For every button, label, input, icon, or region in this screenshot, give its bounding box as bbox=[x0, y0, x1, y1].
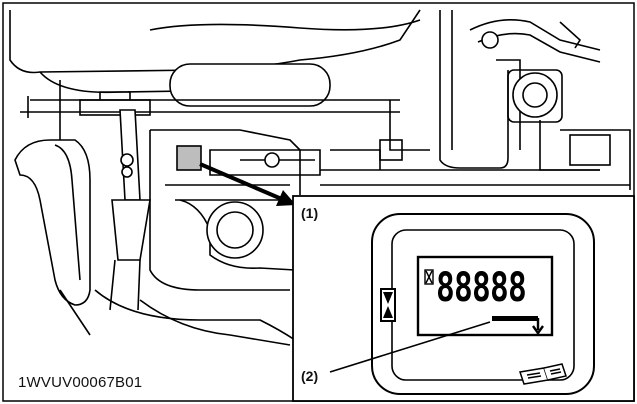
callout-2-label: (2) bbox=[301, 368, 319, 384]
figure-code: 1WVUV00067B01 bbox=[18, 374, 143, 391]
arrow-down-icon bbox=[532, 318, 544, 336]
location-pointer-arrow bbox=[199, 162, 296, 206]
hourglass-icon bbox=[380, 288, 396, 322]
interval-indicator-bar bbox=[492, 316, 538, 321]
callout-2-leader bbox=[329, 321, 491, 373]
manual-book-icon bbox=[519, 363, 567, 385]
lcd-hourglass-icon bbox=[424, 269, 434, 285]
machine-line-art bbox=[9, 9, 631, 346]
lcd-digit-readout: 88888 bbox=[436, 265, 527, 311]
hour-meter-location bbox=[176, 145, 202, 171]
lcd-screen bbox=[416, 255, 554, 337]
callout-1-label: (1) bbox=[301, 205, 319, 221]
inset-panel bbox=[292, 195, 635, 402]
